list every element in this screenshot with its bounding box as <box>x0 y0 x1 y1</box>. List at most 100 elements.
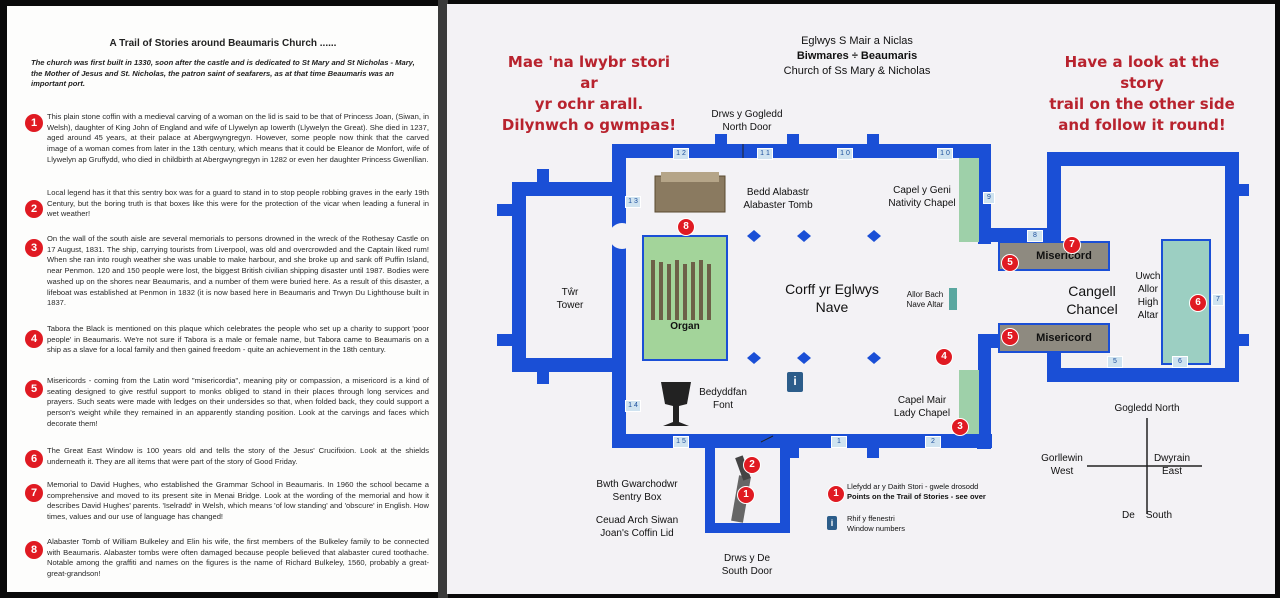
legend-points: Llefydd ar y Daith Stori - gwele drosodd… <box>847 482 1017 502</box>
nave-altar-welsh: Allor Bach <box>906 290 944 299</box>
north-door-welsh: Drws y Gogledd <box>711 109 783 120</box>
misericord-north-label: Misericord <box>1036 250 1092 262</box>
story-text-1: This plain stone coffin with a medieval … <box>47 112 429 164</box>
window-12: 1 2 <box>673 148 689 160</box>
nativity-english: Nativity Chapel <box>888 198 956 209</box>
marker-1[interactable]: 1 <box>737 486 755 504</box>
marker-3[interactable]: 3 <box>951 418 969 436</box>
legend-points-welsh: Llefydd ar y Daith Stori - gwele drosodd <box>847 482 979 491</box>
lady-chapel-label: Capel Mair Lady Chapel <box>867 394 977 420</box>
lady-welsh: Capel Mair <box>897 395 947 406</box>
compass-west: Gorllewin West <box>1027 452 1097 478</box>
story-text-3: On the wall of the south aisle are sever… <box>47 234 429 308</box>
left-page: A Trail of Stories around Beaumaris Chur… <box>7 6 439 592</box>
marker-6[interactable]: 6 <box>1189 294 1207 312</box>
window-9: 9 <box>983 192 995 204</box>
window-6: 6 <box>1172 356 1188 368</box>
story-text-8: Alabaster Tomb of William Bulkeley and E… <box>47 537 429 579</box>
south-door-english: South Door <box>721 566 773 577</box>
tower-label: Tŵr Tower <box>527 286 613 312</box>
coffin-label: Ceuad Arch Siwan Joan's Coffin Lid <box>567 514 707 540</box>
high-altar-label: Uwch Allor High Altar <box>1131 270 1165 322</box>
high-altar-line-3: High <box>1137 297 1159 308</box>
east-welsh: Dwyrain <box>1153 453 1191 464</box>
nave-welsh: Corff yr Eglwys <box>785 281 879 297</box>
window-2: 2 <box>925 436 941 448</box>
west-welsh: Gorllewin <box>1041 453 1083 464</box>
marker-8[interactable]: 8 <box>677 218 695 236</box>
nave-label: Corff yr Eglwys Nave <box>762 280 902 316</box>
nave-altar-english: Nave Altar <box>906 300 944 309</box>
south-door-welsh: Drws y De <box>723 553 771 564</box>
marker-4[interactable]: 4 <box>935 348 953 366</box>
font-english: Font <box>712 400 733 411</box>
font-label: Bedyddfan Font <box>683 386 763 412</box>
legend-points-english: Points on the Trail of Stories - see ove… <box>847 492 986 501</box>
chancel-welsh: Cangell <box>1068 283 1116 299</box>
floor-plan <box>497 134 1249 533</box>
story-number-7: 7 <box>25 484 43 502</box>
story-text-7: Memorial to David Hughes, who establishe… <box>47 480 429 522</box>
tower-welsh: Tŵr <box>561 287 579 298</box>
legend-windows-english: Window numbers <box>847 524 905 533</box>
tomb-label: Bedd Alabastr Alabaster Tomb <box>723 186 833 212</box>
note-english-line-3: and follow it round! <box>1058 116 1226 134</box>
story-number-2: 2 <box>25 200 43 218</box>
nave-altar-label: Allor Bach Nave Altar <box>897 290 953 310</box>
sentry-english: Sentry Box <box>612 492 662 503</box>
legend-windows: Rhif y ffenestri Window numbers <box>847 514 1017 534</box>
window-13: 1 3 <box>625 196 641 208</box>
chancel-label: Cangell Chancel <box>1047 282 1137 318</box>
story-text-2: Local legend has it that this sentry box… <box>47 188 429 219</box>
legend-windows-welsh: Rhif y ffenestri <box>847 514 895 523</box>
high-altar-line-1: Uwch <box>1135 271 1161 282</box>
tower-english: Tower <box>556 300 584 311</box>
note-english-line-2: trail on the other side <box>1049 95 1235 113</box>
note-welsh-line-3: Dilynwch o gwmpas! <box>501 116 677 134</box>
walls <box>497 134 1249 533</box>
nativity-welsh: Capel y Geni <box>893 185 951 196</box>
window-1: 1 <box>831 436 847 448</box>
compass-south: De South <box>1121 510 1173 521</box>
header-welsh: Eglwys S Mair a Niclas <box>801 35 913 47</box>
font-welsh: Bedyddfan <box>699 387 747 398</box>
page-title: A Trail of Stories around Beaumaris Chur… <box>109 38 337 49</box>
high-altar-line-4: Altar <box>1137 310 1159 321</box>
south-door-label: Drws y De South Door <box>697 552 797 578</box>
story-number-3: 3 <box>25 239 43 257</box>
marker-5-south[interactable]: 5 <box>1001 328 1019 346</box>
window-11: 1 1 <box>757 148 773 160</box>
compass-east: Dwyrain East <box>1137 452 1207 478</box>
intro-text: The church was first built in 1330, soon… <box>31 58 415 88</box>
window-14: 1 4 <box>625 400 641 412</box>
story-text-6: The Great East Window is 100 years old a… <box>47 446 429 466</box>
info-icon: i <box>793 374 797 388</box>
header-town: Biwmares ÷ Beaumaris <box>796 50 918 62</box>
legend-window-icon: i <box>830 518 834 528</box>
window-8: 8 <box>1027 230 1043 242</box>
organ-label: Organ <box>670 321 700 332</box>
marker-2[interactable]: 2 <box>743 456 761 474</box>
sentry-welsh: Bwth Gwarchodwr <box>596 479 678 490</box>
marker-5-north[interactable]: 5 <box>1001 254 1019 272</box>
page-fold <box>438 0 448 598</box>
story-number-5: 5 <box>25 380 43 398</box>
marker-7[interactable]: 7 <box>1063 236 1081 254</box>
story-text-5: Misericords - coming from the Latin word… <box>47 376 429 428</box>
window-15: 1 5 <box>673 436 689 448</box>
header-english: Church of Ss Mary & Nicholas <box>783 65 931 77</box>
note-welsh-line-1: Mae 'na lwybr stori ar <box>507 53 671 92</box>
chancel-english: Chancel <box>1066 301 1118 317</box>
misericord-south-label: Misericord <box>1036 332 1092 344</box>
tomb-english: Alabaster Tomb <box>743 200 813 211</box>
pillars <box>747 230 881 364</box>
north-door-english: North Door <box>722 122 772 133</box>
west-english: West <box>1050 466 1074 477</box>
high-altar-line-2: Allor <box>1137 284 1158 295</box>
tomb-welsh: Bedd Alabastr <box>746 187 810 198</box>
coffin-welsh: Ceuad Arch Siwan <box>595 515 679 526</box>
note-english: Have a look at the story trail on the ot… <box>1042 52 1242 136</box>
story-number-6: 6 <box>25 450 43 468</box>
story-number-4: 4 <box>25 330 43 348</box>
nativity-label: Capel y Geni Nativity Chapel <box>867 184 977 210</box>
